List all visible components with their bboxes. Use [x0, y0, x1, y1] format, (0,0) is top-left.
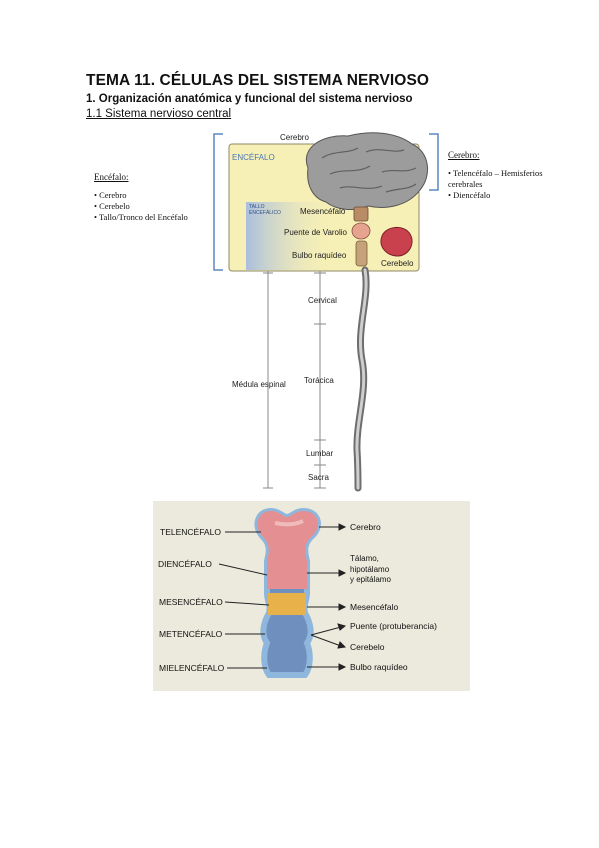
- page-title: TEMA 11. CÉLULAS DEL SISTEMA NERVIOSO: [86, 72, 430, 89]
- label-encefalo: ENCÉFALO: [232, 153, 275, 162]
- cns-figure: Encéfalo: Cerebro Cerebelo Tallo/Tronco …: [86, 128, 566, 493]
- list-item: Tallo/Tronco del Encéfalo: [94, 212, 214, 223]
- label-sacra: Sacra: [308, 473, 329, 482]
- label-telencefalo: TELENCÉFALO: [160, 527, 221, 537]
- label-talamo-1: Tálamo,: [350, 554, 379, 563]
- telencefalo-region: [257, 511, 318, 589]
- tallo-panel: [246, 202, 336, 270]
- label-medula: Médula espinal: [232, 380, 286, 389]
- label-mesencefalo-right: Mesencéfalo: [350, 602, 399, 612]
- cerebro-note: Cerebro: Telencéfalo – Hemisferios cereb…: [448, 150, 566, 201]
- label-talamo-3: y epitálamo: [350, 575, 391, 584]
- vesicles-diagram: [218, 507, 347, 678]
- mesencefalo-shape: [353, 206, 369, 222]
- label-cerebro-right: Cerebro: [350, 522, 381, 532]
- brain-gyri: [321, 147, 417, 193]
- label-talamo: Tálamo, hipotálamo y epitálamo: [350, 554, 391, 586]
- label-diencefalo: DIENCÉFALO: [158, 559, 212, 569]
- label-puente-right: Puente (protuberancia): [350, 621, 437, 631]
- label-cerebelo-right: Cerebelo: [350, 642, 385, 652]
- list-item: Cerebro: [94, 190, 214, 201]
- label-mesencefalo: Mesencéfalo: [300, 207, 346, 216]
- vesicles-figure: TELENCÉFALO DIENCÉFALO MESENCÉFALO METEN…: [153, 501, 470, 691]
- cerebro-bracket: [429, 133, 439, 191]
- label-puente: Puente de Varolio: [284, 228, 348, 237]
- spinal-cord-highlight: [355, 268, 368, 490]
- label-metencefalo: METENCÉFALO: [159, 629, 223, 639]
- label-cerebro: Cerebro: [280, 133, 309, 142]
- puente-shape: [351, 222, 371, 240]
- label-talamo-2: hipotálamo: [350, 564, 390, 574]
- cns-diagram: [213, 132, 439, 492]
- label-bulbo: Bulbo raquídeo: [292, 251, 347, 260]
- list-item: Diencéfalo: [448, 190, 566, 201]
- mesencefalo-region: [268, 593, 306, 615]
- encefalo-bracket: [213, 133, 223, 271]
- section-heading: 1. Organización anatómica y funcional de…: [86, 93, 413, 105]
- cerebro-note-title: Cerebro:: [448, 150, 480, 160]
- label-toracica: Torácica: [304, 376, 334, 385]
- list-item: Cerebelo: [94, 201, 214, 212]
- label-cerebelo: Cerebelo: [381, 259, 414, 268]
- encefalo-note-list: Cerebro Cerebelo Tallo/Tronco del Encéfa…: [94, 190, 214, 223]
- label-mesencefalo-left: MESENCÉFALO: [159, 597, 223, 607]
- cerebelo-shape: [380, 227, 413, 257]
- subsection-heading: 1.1 Sistema nervioso central: [86, 108, 232, 120]
- bulbo-shape: [355, 240, 368, 267]
- encefalo-note-title: Encéfalo:: [94, 172, 129, 182]
- label-mielencefalo: MIELENCÉFALO: [159, 663, 225, 673]
- label-lumbar: Lumbar: [306, 449, 334, 458]
- label-cervical: Cervical: [308, 296, 337, 305]
- encefalo-note: Encéfalo: Cerebro Cerebelo Tallo/Tronco …: [94, 172, 214, 223]
- label-bulbo-right: Bulbo raquídeo: [350, 662, 408, 672]
- label-tallo: TALLO ENCEFÁLICO: [249, 204, 281, 216]
- list-item: Telencéfalo – Hemisferios cerebrales: [448, 168, 566, 190]
- cerebro-note-list: Telencéfalo – Hemisferios cerebrales Die…: [448, 168, 566, 201]
- brain-shape: [305, 132, 428, 210]
